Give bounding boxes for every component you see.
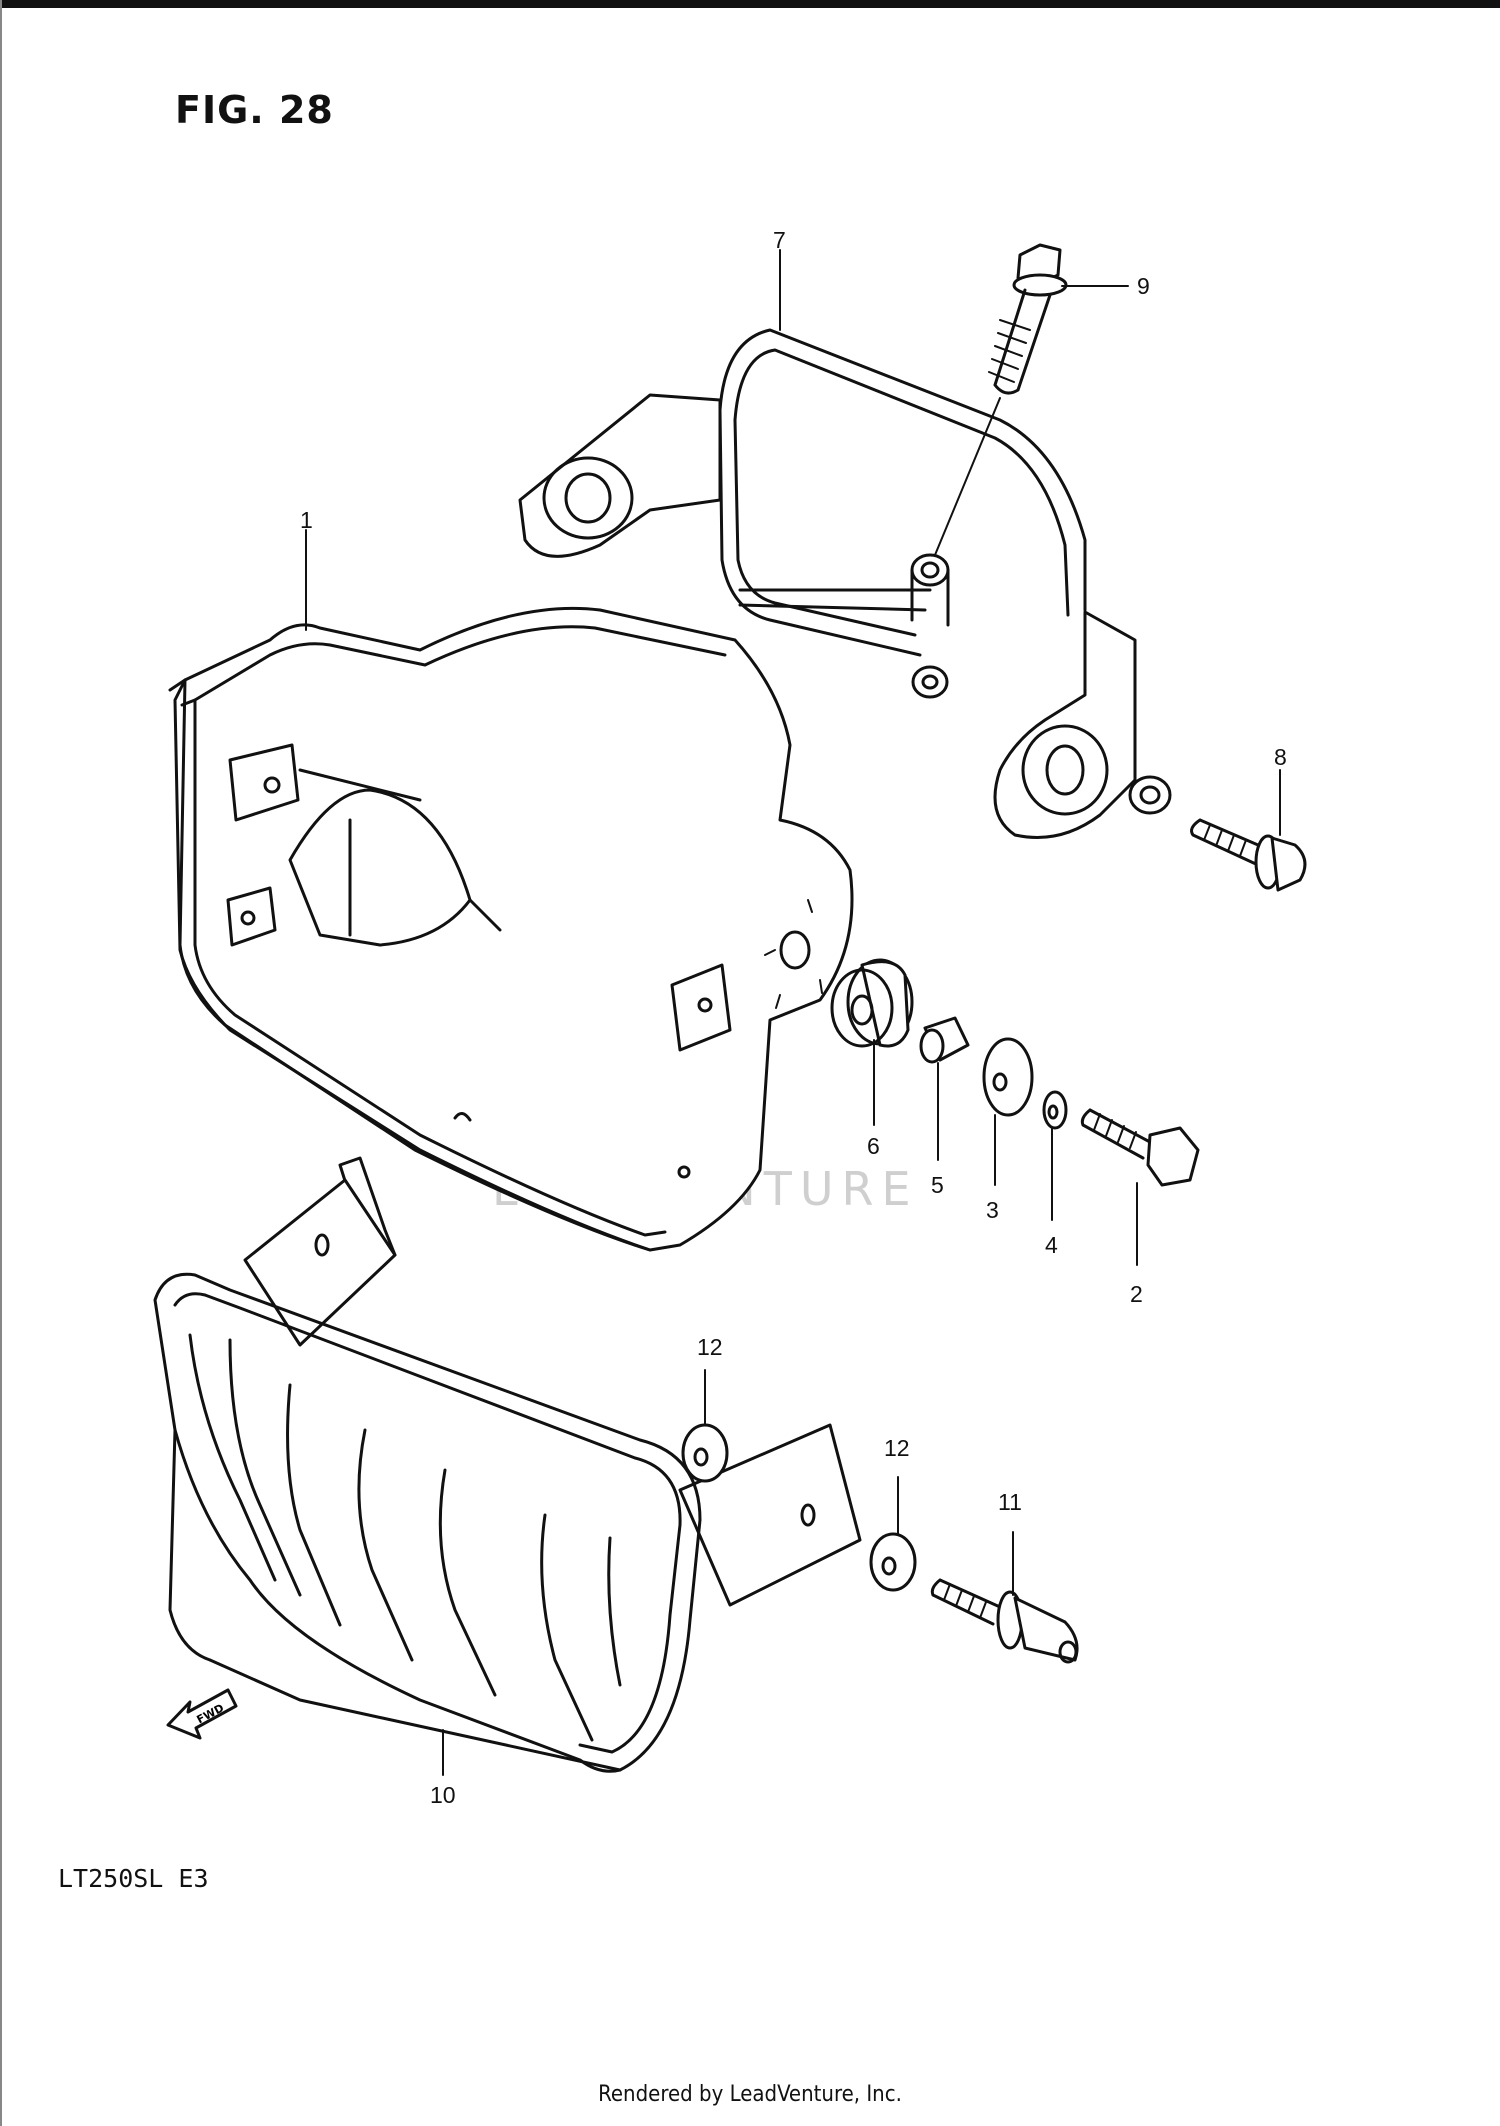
housing-part-1[interactable]	[168, 606, 854, 1252]
callout-10: 10	[430, 1782, 456, 1808]
callout-12-lower: 12	[884, 1435, 910, 1461]
callout-3: 3	[986, 1197, 999, 1223]
bolt-part-2[interactable]	[1080, 1108, 1200, 1187]
callout-labels: 1 2 3 4 5 6 7 8 9 10 11 12 12	[300, 227, 1287, 1808]
callout-11: 11	[998, 1489, 1022, 1515]
callout-5: 5	[931, 1172, 944, 1198]
callout-2: 2	[1130, 1281, 1143, 1307]
collar-part-5[interactable]	[919, 1016, 970, 1064]
footer-credit: Rendered by LeadVenture, Inc.	[598, 2082, 902, 2107]
bolt-part-8[interactable]	[1190, 818, 1307, 892]
callout-4: 4	[1045, 1232, 1058, 1258]
callout-6: 6	[867, 1133, 880, 1159]
fwd-arrow-icon: FWD	[166, 1688, 238, 1740]
grommet-part-6[interactable]	[830, 958, 914, 1048]
model-code: LT250SL E3	[58, 1864, 209, 1893]
guard-part-10[interactable]	[153, 1156, 862, 1773]
washer-part-4[interactable]	[1042, 1090, 1068, 1130]
callout-8: 8	[1274, 744, 1287, 770]
callout-1: 1	[300, 507, 313, 533]
scan-edge	[0, 0, 2, 2126]
bolt-part-11[interactable]	[930, 1578, 1079, 1664]
leader-lines	[305, 249, 1281, 1776]
washer-part-3[interactable]	[982, 1037, 1034, 1117]
callout-12-upper: 12	[697, 1334, 723, 1360]
washer-part-12-lower[interactable]	[869, 1532, 917, 1592]
top-border	[0, 0, 1500, 8]
callout-9: 9	[1137, 273, 1150, 299]
washer-part-12-upper[interactable]	[681, 1423, 729, 1483]
figure-title: FIG. 28	[175, 88, 334, 132]
bracket-part-7[interactable]	[518, 328, 1172, 839]
callout-7: 7	[773, 227, 786, 253]
bolt-part-9[interactable]	[934, 243, 1068, 556]
